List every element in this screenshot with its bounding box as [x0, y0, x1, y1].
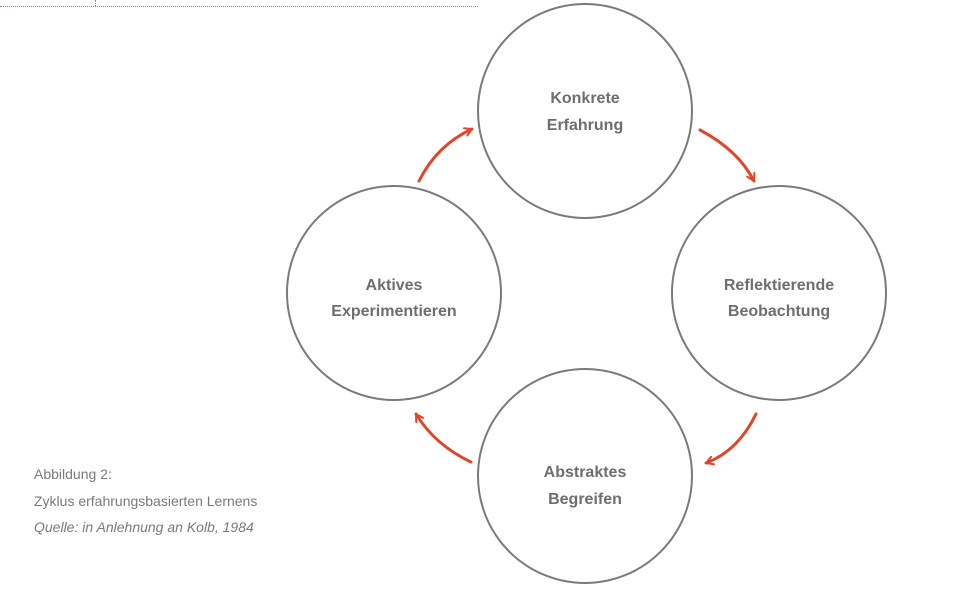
node-label-line: Aktives	[366, 277, 423, 294]
node-label-line: Beobachtung	[728, 303, 830, 320]
node-label-line: Begreifen	[548, 491, 622, 508]
node-label-line: Konkrete	[550, 90, 619, 107]
frame-border-line	[0, 6, 478, 7]
frame-border-tick	[95, 0, 96, 6]
caption-title: Zyklus erfahrungsbasierten Lernens	[34, 492, 258, 509]
arrow-reflektierende-to-abstraktes	[704, 412, 758, 466]
node-label-line: Experimentieren	[331, 303, 456, 320]
node-label-line: Abstraktes	[544, 464, 627, 481]
arrow-abstraktes-to-aktives	[414, 412, 473, 464]
arrow-aktives-to-konkrete	[417, 127, 474, 183]
figure-caption: Abbildung 2: Zyklus erfahrungsbasierten …	[34, 461, 257, 541]
caption-source: Quelle: in Anlehnung an Kolb, 1984	[34, 519, 254, 535]
node-abstraktes-begreifen: Abstraktes Begreifen	[477, 368, 693, 584]
node-label-line: Reflektierende	[724, 277, 834, 294]
node-konkrete-erfahrung: Konkrete Erfahrung	[477, 3, 693, 219]
node-reflektierende-beobachtung: Reflektierende Beobachtung	[671, 185, 887, 401]
node-aktives-experimentieren: Aktives Experimentieren	[286, 185, 502, 401]
arrow-konkrete-to-reflektierende	[698, 128, 756, 183]
caption-figure-number: Abbildung 2:	[34, 466, 112, 482]
node-label-line: Erfahrung	[547, 117, 623, 134]
